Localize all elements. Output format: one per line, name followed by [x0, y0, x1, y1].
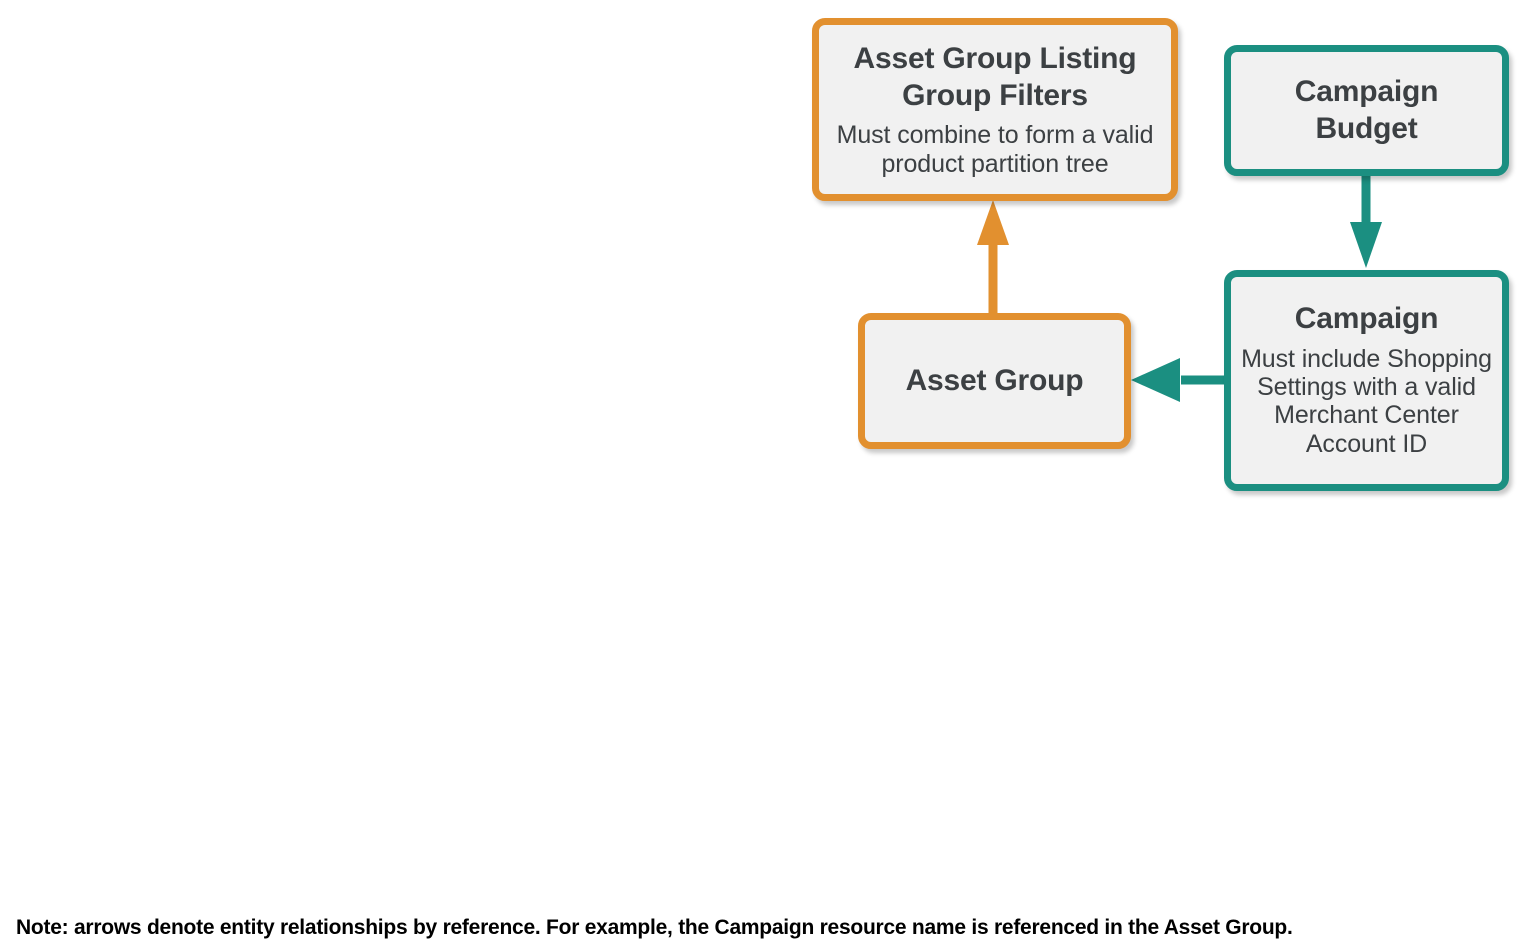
- node-subtitle: Must combine to form a valid product par…: [836, 121, 1154, 178]
- edge-asset-group-to-listing-group-filters: [977, 200, 1009, 315]
- edge-campaign-to-asset-group: [1131, 358, 1226, 402]
- node-title: Asset Group: [905, 363, 1084, 397]
- diagram-footnote: Note: arrows denote entity relationships…: [16, 916, 1293, 939]
- node-title: Asset Group Listing Group Filters: [853, 42, 1137, 112]
- node-campaign-budget[interactable]: Campaign Budget: [1224, 45, 1509, 176]
- node-asset-group-listing-group-filters[interactable]: Asset Group Listing Group Filters Must c…: [812, 18, 1178, 201]
- node-campaign[interactable]: Campaign Must include Shopping Settings …: [1224, 270, 1509, 491]
- node-asset-group[interactable]: Asset Group: [858, 313, 1131, 449]
- node-title: Campaign: [1294, 302, 1439, 336]
- node-title: Campaign Budget: [1294, 74, 1439, 145]
- node-subtitle: Must include Shopping Settings with a va…: [1241, 344, 1492, 458]
- edge-campaign-budget-to-campaign: [1350, 174, 1382, 268]
